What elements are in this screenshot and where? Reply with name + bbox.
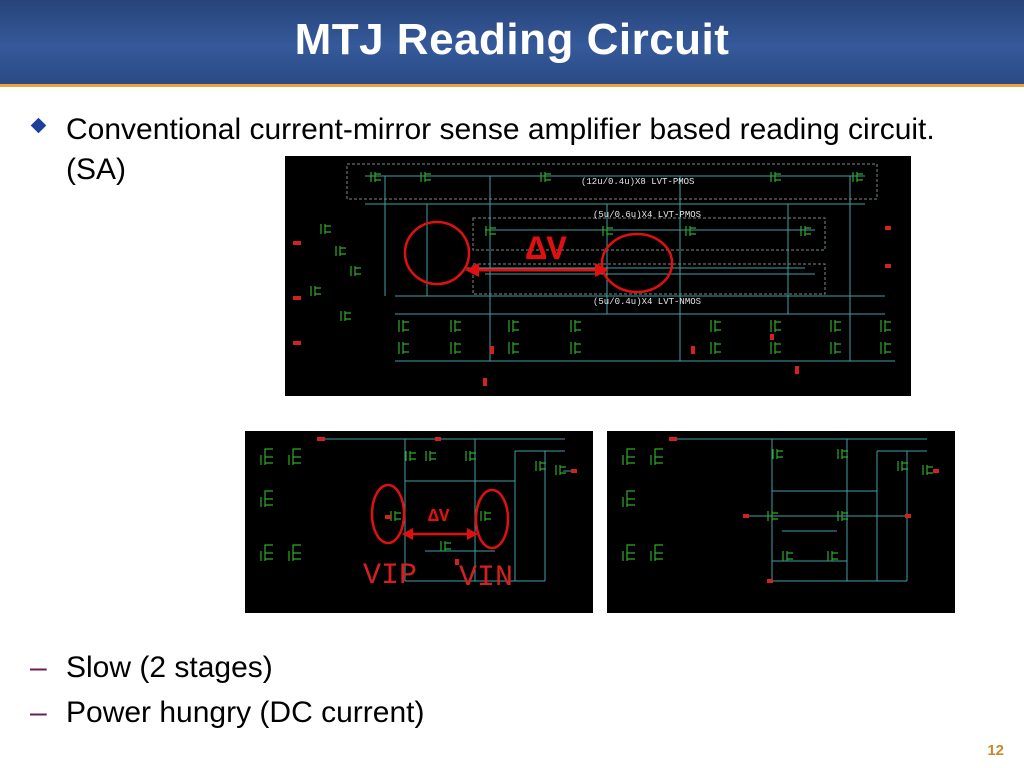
delta-v-label-top: ΔV — [526, 232, 567, 270]
schematic-top: (12u/0.4u)X8 LVT-PMOS (5u/0.6u)X4 LVT-PM… — [285, 156, 911, 396]
vip-label: VIP — [363, 559, 417, 593]
delta-v-label-left: ΔV — [428, 507, 450, 527]
slide-title: MTJ Reading Circuit — [294, 15, 730, 64]
bullet-text: Conventional current-mirror sense amplif… — [66, 113, 935, 186]
pmos-cascode-label: (5u/0.6u)X4 LVT-PMOS — [593, 210, 701, 220]
sub-item-text: Slow (2 stages) — [66, 651, 273, 684]
dash-bullet-icon: – — [30, 651, 47, 684]
schematic-bottom-right — [607, 431, 955, 613]
title-underline — [0, 84, 1024, 87]
nmos-array-label: (5u/0.4u)X4 LVT-NMOS — [593, 297, 701, 307]
sub-item-text: Power hungry (DC current) — [66, 696, 425, 729]
schematic-bottom-left: ΔV VIP VIN — [245, 431, 593, 613]
title-bar — [0, 0, 1024, 84]
page-number: 12 — [987, 742, 1004, 759]
dash-bullet-icon: – — [30, 696, 47, 729]
diamond-bullet-icon — [30, 117, 47, 134]
pmos-array-label: (12u/0.4u)X8 LVT-PMOS — [581, 177, 694, 187]
vin-label: VIN — [459, 561, 513, 595]
